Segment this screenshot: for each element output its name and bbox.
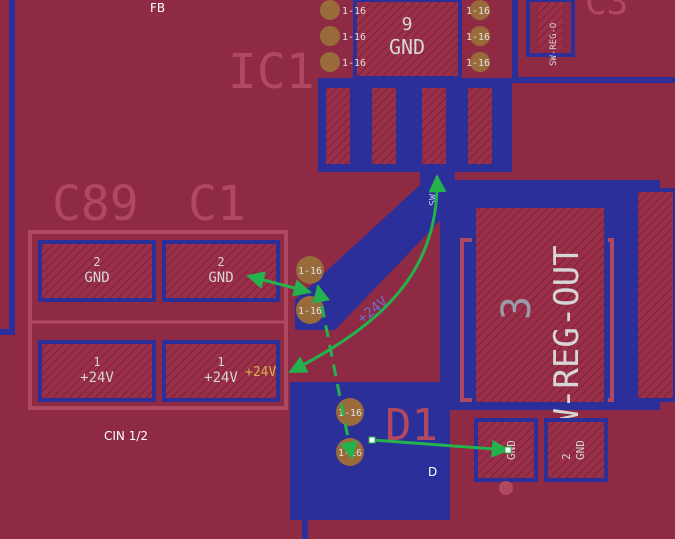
via-label: 1-16 (466, 32, 490, 43)
selection-handle[interactable] (504, 446, 512, 454)
cap-group-outline (28, 230, 288, 410)
c1-pad-gnd-net: GND (208, 270, 233, 286)
c1-pad-gnd-number: 2 (217, 255, 224, 269)
ic1-gnd-pad-number: 9 (402, 14, 413, 35)
c89-pad-24v-number: 1 (93, 355, 100, 369)
selection-handle[interactable] (368, 436, 376, 444)
cin-label: CIN 1/2 (104, 429, 148, 443)
via-label: 1-16 (466, 6, 490, 17)
via-label: 1-16 (298, 306, 322, 317)
ic-vias: 1-16 1-16 1-16 1-16 1-16 1-16 (320, 0, 490, 72)
c89-pad-24v[interactable]: 1 +24V (38, 340, 156, 402)
sw-reg-out-label: SW-REG-OUT (547, 245, 587, 450)
ic1-leg-pads (322, 84, 496, 168)
via-label: 1-16 (466, 58, 490, 69)
d-label: D (428, 465, 437, 479)
right-partial-pad (634, 188, 675, 402)
via[interactable] (470, 26, 490, 46)
via[interactable] (470, 0, 490, 20)
ic1-pin-pad[interactable] (368, 84, 400, 168)
ratsnest-d1-line[interactable] (371, 438, 510, 458)
via-label: 1-16 (298, 266, 322, 277)
sw-reg-out-partial-label: SW-REG-O (549, 23, 559, 66)
via-label: 1-16 (342, 32, 366, 43)
d1-pad-gnd-right[interactable]: 2 GND (544, 418, 608, 482)
c1-pad-24v-number: 1 (217, 355, 224, 369)
c3-refdes-partial: C3 (585, 0, 628, 23)
d1-pad-gnd-right-number: 2 (560, 453, 573, 460)
c1-pad-24v[interactable]: 1 +24V (162, 340, 280, 402)
c89-pad-gnd-number: 2 (93, 255, 100, 269)
c89-pad-gnd[interactable]: 2 GND (38, 240, 156, 302)
ic1-pin-pad[interactable] (418, 84, 450, 168)
ic1-pin-pad[interactable] (464, 84, 496, 168)
via[interactable] (470, 52, 490, 72)
ratsnest-lines (246, 174, 510, 460)
c1-pad-24v-net: +24V (204, 370, 238, 386)
ic1-refdes: IC1 (228, 44, 315, 100)
ic1-gnd-pad[interactable]: 9 GND (353, 0, 462, 80)
c89-refdes: C89 (52, 176, 139, 232)
sw-reg-out-pad-number: 3 (494, 296, 540, 320)
ic1-pin-pad[interactable] (322, 84, 354, 168)
sw-reg-out-pad[interactable]: 3 SW-REG-OUT (460, 204, 614, 450)
c89-pad-gnd-net: GND (84, 270, 109, 286)
via[interactable] (320, 52, 340, 72)
plus24v-net-label: +24V (245, 365, 276, 380)
d1-pin1-marker (499, 481, 513, 495)
c1-refdes: C1 (188, 176, 246, 232)
via[interactable] (320, 26, 340, 46)
c1-pad-gnd[interactable]: 2 GND (162, 240, 280, 302)
fb-label: FB (150, 1, 165, 15)
via-label: 1-16 (342, 6, 366, 17)
c89-pad-24v-net: +24V (80, 370, 114, 386)
ic1-gnd-pad-net: GND (389, 35, 425, 59)
via-label: 1-16 (342, 58, 366, 69)
via[interactable] (320, 0, 340, 20)
sw-reg-out-small-pad: SW-REG-O (526, 0, 575, 66)
ratsnest-dashed-line[interactable] (312, 284, 358, 460)
d1-pad-gnd-right-net: GND (574, 440, 587, 460)
